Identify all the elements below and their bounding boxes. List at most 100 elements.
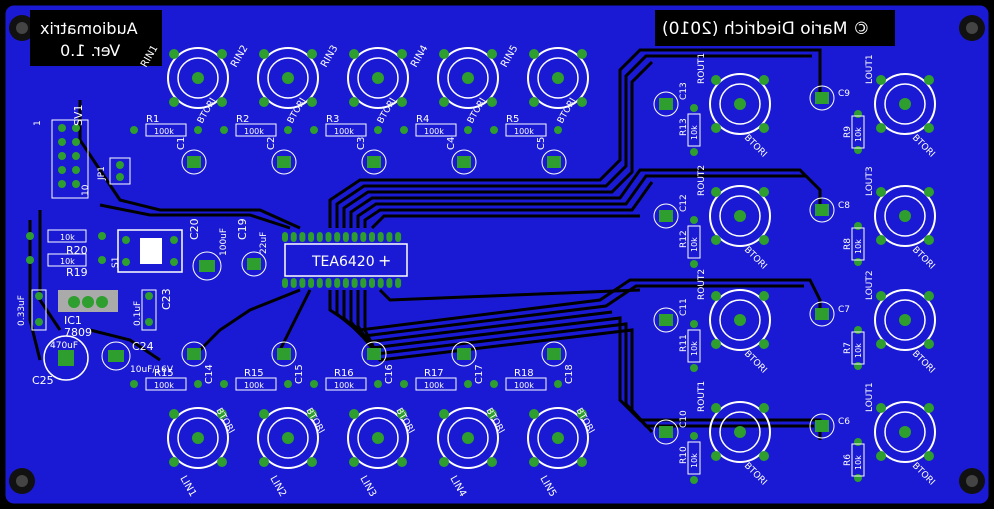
svg-text:R6: R6: [843, 454, 853, 466]
svg-text:10k: 10k: [854, 239, 863, 254]
svg-text:R2: R2: [236, 114, 249, 125]
board-title: Audiomatrix: [40, 19, 138, 38]
resistor-r15: 100k: [220, 377, 292, 391]
svg-text:R7: R7: [843, 342, 853, 354]
capacitor-c19: C19 22uF: [236, 218, 269, 277]
svg-text:100k: 100k: [154, 381, 174, 390]
svg-text:R3: R3: [326, 114, 339, 125]
svg-text:JP1: JP1: [97, 166, 107, 181]
resistor-r17: 100k: [400, 377, 472, 391]
capacitor-c6: [809, 413, 835, 439]
svg-text:10k: 10k: [854, 455, 863, 470]
svg-text:LOUT1: LOUT1: [865, 54, 875, 84]
svg-text:C10: C10: [679, 410, 689, 428]
capacitor-c10: [653, 419, 679, 445]
svg-text:10k: 10k: [690, 237, 699, 252]
svg-text:C4: C4: [446, 137, 457, 150]
svg-text:R4: R4: [416, 114, 429, 125]
svg-text:C2: C2: [266, 137, 277, 150]
svg-text:100k: 100k: [514, 127, 534, 136]
svg-text:C6: C6: [838, 417, 850, 427]
capacitor-c9: [809, 85, 835, 111]
switch-s1[interactable]: S1: [111, 229, 183, 273]
svg-text:R1: R1: [146, 114, 159, 125]
svg-text:C9: C9: [838, 89, 850, 99]
svg-text:0.1uF: 0.1uF: [133, 301, 143, 326]
svg-text:C17: C17: [474, 364, 485, 384]
svg-text:C3: C3: [356, 137, 367, 150]
resistor-r4: 100k: [400, 123, 472, 137]
svg-text:R17: R17: [424, 368, 444, 379]
title-block: [30, 10, 162, 66]
svg-text:C15: C15: [294, 364, 305, 384]
capacitor-c16: [361, 341, 387, 367]
svg-text:R18: R18: [514, 368, 534, 379]
resistor-r11: 10k: [687, 320, 701, 372]
svg-text:1: 1: [33, 120, 43, 126]
svg-text:LOUT3: LOUT3: [865, 166, 875, 196]
capacitor-c1: [181, 149, 207, 175]
svg-text:R20: R20: [66, 244, 88, 257]
copper-traces: [28, 48, 822, 440]
capacitor-c12: [653, 203, 679, 229]
svg-text:LOUT2: LOUT2: [865, 270, 875, 300]
svg-text:100k: 100k: [244, 381, 264, 390]
svg-text:ROUT1: ROUT1: [697, 53, 707, 84]
jumper-jp1[interactable]: JP1: [97, 157, 131, 185]
resistor-r19: 10k R19: [26, 253, 106, 279]
svg-text:C12: C12: [679, 194, 689, 212]
svg-text:C25: C25: [32, 374, 54, 387]
svg-text:10k: 10k: [60, 233, 75, 242]
capacitor-c20: C20 100uF: [188, 218, 229, 281]
svg-text:C20: C20: [188, 218, 201, 240]
svg-text:100k: 100k: [424, 381, 444, 390]
svg-text:LOUT1: LOUT1: [865, 382, 875, 412]
svg-text:0.33uF: 0.33uF: [17, 295, 27, 326]
resistor-r15: 100k: [130, 377, 202, 391]
capacitor-c24: C24 10uF/16V: [101, 340, 174, 375]
svg-text:R12: R12: [679, 230, 689, 248]
svg-text:R11: R11: [679, 334, 689, 352]
resistor-r16: 100k: [310, 377, 382, 391]
capacitor-c5: [541, 149, 567, 175]
capacitor-c7: [809, 301, 835, 327]
svg-text:100uF: 100uF: [219, 228, 229, 256]
mounting-holes: [9, 15, 985, 494]
svg-text:10k: 10k: [60, 257, 75, 266]
resistor-r2: 100k: [220, 123, 292, 137]
svg-text:S1: S1: [111, 257, 121, 268]
svg-text:100k: 100k: [424, 127, 444, 136]
svg-text:C8: C8: [838, 201, 850, 211]
connector-sv1[interactable]: SV1 1 10: [33, 104, 91, 199]
regulator-ic1: IC1 7809: [58, 290, 118, 339]
svg-text:C14: C14: [204, 364, 215, 384]
svg-text:10uF/16V: 10uF/16V: [130, 365, 174, 375]
capacitor-c3: [361, 149, 387, 175]
svg-text:100k: 100k: [514, 381, 534, 390]
svg-text:100k: 100k: [244, 127, 264, 136]
svg-text:R10: R10: [679, 446, 689, 464]
svg-text:470uF: 470uF: [50, 341, 78, 351]
author-block: [655, 10, 895, 46]
svg-text:10k: 10k: [690, 125, 699, 140]
svg-text:C24: C24: [132, 340, 154, 353]
resistor-r3: 100k: [310, 123, 382, 137]
svg-text:C16: C16: [384, 364, 395, 384]
board-version: Ver. 1.0: [60, 41, 120, 60]
capacitor-c23: 0.1uF C23: [133, 288, 173, 331]
svg-text:R15: R15: [244, 368, 264, 379]
svg-text:C13: C13: [679, 82, 689, 100]
capacitor-c18: [541, 341, 567, 367]
svg-text:C1: C1: [176, 137, 187, 150]
resistor-r6: 10k: [851, 438, 865, 482]
resistor-r18: 100k: [490, 377, 562, 391]
svg-text:R8: R8: [843, 238, 853, 250]
svg-text:100k: 100k: [154, 127, 174, 136]
capacitor-c4: [451, 149, 477, 175]
svg-text:100k: 100k: [334, 381, 354, 390]
svg-text:7809: 7809: [64, 326, 92, 339]
svg-text:ROUT2: ROUT2: [697, 165, 707, 196]
svg-text:C19: C19: [236, 218, 249, 240]
svg-text:10: 10: [81, 184, 91, 196]
svg-text:R5: R5: [506, 114, 519, 125]
